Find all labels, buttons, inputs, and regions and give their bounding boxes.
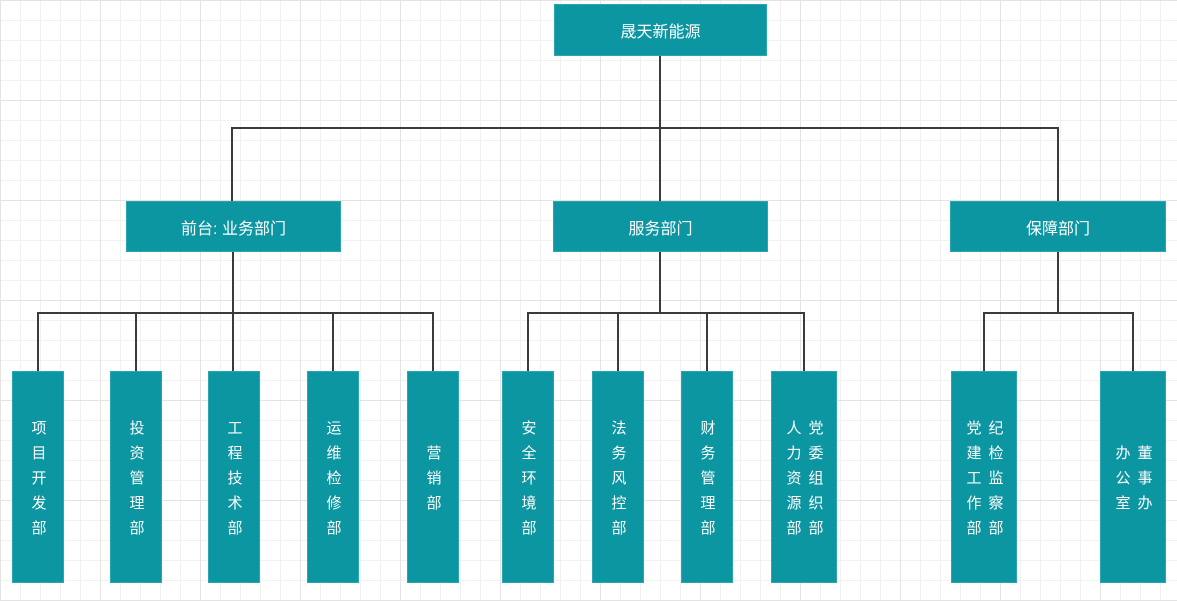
node-label: 保障部门 <box>1025 220 1090 238</box>
node-marketing-dept[interactable]: 营销部 <box>407 371 459 583</box>
connector-drop-party-org-hr <box>803 312 805 371</box>
node-label: 财务管理部 <box>698 419 716 545</box>
node-safety-env-dept[interactable]: 安全环境部 <box>502 371 554 583</box>
connector-service-bus <box>527 312 805 314</box>
connector-root-vertical <box>659 56 661 202</box>
node-label: 运维检修部 <box>324 419 342 545</box>
node-label: 办公室 <box>1113 444 1131 520</box>
node-label: 服务部门 <box>628 220 693 238</box>
node-label: 纪检监察部 <box>986 419 1004 545</box>
node-support-depts[interactable]: 保障部门 <box>950 201 1166 252</box>
node-label: 法务风控部 <box>609 419 627 545</box>
connector-support-vertical <box>1057 252 1059 313</box>
connector-drop-project-dev <box>37 312 39 371</box>
node-company-root[interactable]: 晟天新能源 <box>554 4 767 56</box>
connector-drop-safety-env <box>527 312 529 371</box>
connector-main-bus <box>231 127 1059 129</box>
node-label: 董事办 <box>1135 444 1153 520</box>
node-legal-risk-dept[interactable]: 法务风控部 <box>592 371 644 583</box>
connector-service-vertical <box>659 252 661 313</box>
node-engineering-tech-dept[interactable]: 工程技术部 <box>208 371 260 583</box>
connector-drop-board-office <box>1132 312 1134 371</box>
connector-drop-finance <box>706 312 708 371</box>
node-business-depts[interactable]: 前台: 业务部门 <box>126 201 341 252</box>
node-discipline-party-dept[interactable]: 纪检监察部 党建工作部 <box>951 371 1017 583</box>
node-service-depts[interactable]: 服务部门 <box>553 201 768 252</box>
connector-drop-om-maintenance <box>332 312 334 371</box>
connector-drop-investment <box>135 312 137 371</box>
connector-drop-support <box>1057 127 1059 202</box>
connector-business-vertical <box>232 252 234 371</box>
node-label: 安全环境部 <box>519 419 537 545</box>
node-label: 投资管理部 <box>127 419 145 545</box>
node-finance-mgmt-dept[interactable]: 财务管理部 <box>681 371 733 583</box>
node-label: 党委组织部 <box>806 419 824 545</box>
connector-drop-legal-risk <box>617 312 619 371</box>
connector-business-bus <box>37 312 434 314</box>
node-label: 营销部 <box>424 444 442 520</box>
connector-drop-marketing <box>432 312 434 371</box>
node-board-general-office[interactable]: 董事办 办公室 <box>1100 371 1166 583</box>
connector-drop-business <box>231 127 233 202</box>
connector-drop-discipline-party <box>983 312 985 371</box>
node-label: 项目开发部 <box>29 419 47 545</box>
connector-support-bus <box>983 312 1134 314</box>
node-label: 人力资源部 <box>784 419 802 545</box>
node-om-maintenance-dept[interactable]: 运维检修部 <box>307 371 359 583</box>
node-investment-mgmt-dept[interactable]: 投资管理部 <box>110 371 162 583</box>
node-party-org-hr-dept[interactable]: 党委组织部 人力资源部 <box>771 371 837 583</box>
node-project-dev-dept[interactable]: 项目开发部 <box>12 371 64 583</box>
node-label: 党建工作部 <box>964 419 982 545</box>
node-label: 工程技术部 <box>225 419 243 545</box>
node-label: 前台: 业务部门 <box>181 220 286 238</box>
node-label: 晟天新能源 <box>620 24 701 41</box>
